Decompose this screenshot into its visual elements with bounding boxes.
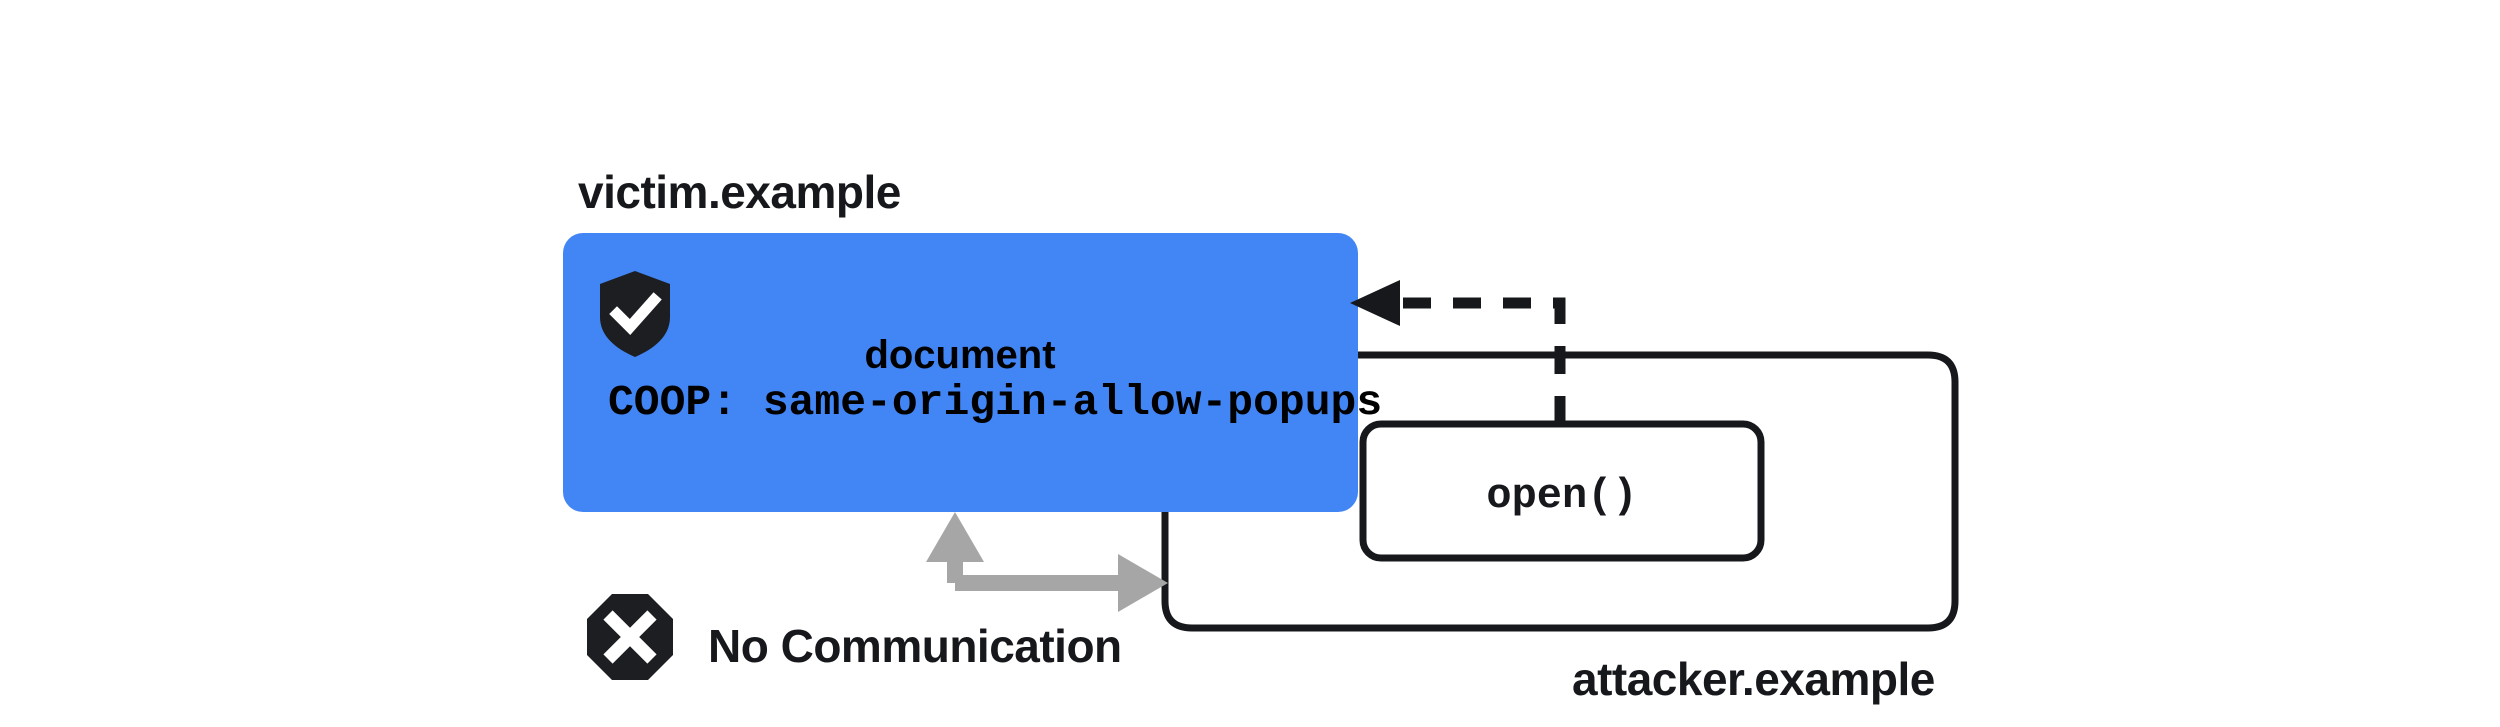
open-call-box [1359,420,1765,562]
document-label: document [864,333,1055,377]
no-communication-label: No Communication [708,620,1122,672]
octagon-x-icon [587,594,673,680]
coop-header-label: COOP: same-origin-allow-popups [608,378,1382,427]
victim-origin-label: victim.example [578,166,901,218]
open-callback-arrow [1350,280,1566,424]
attacker-origin-box [1161,351,1959,632]
open-call-label: open() [1486,472,1637,520]
no-communication-arrow [926,512,1168,612]
attacker-origin-label: attacker.example [1572,653,1935,705]
shield-check-icon [600,271,670,357]
victim-origin-box [563,233,1358,512]
